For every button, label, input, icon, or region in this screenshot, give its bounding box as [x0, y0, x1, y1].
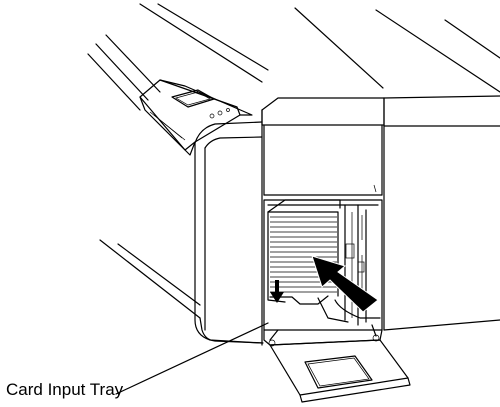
printer-top-lines-right	[294, 7, 500, 93]
panel-button-2	[217, 110, 223, 116]
tray-door-window	[304, 355, 373, 389]
callout-leader-line	[115, 322, 269, 395]
input-module-housing	[261, 97, 385, 196]
printer-body-left	[99, 239, 264, 344]
card-input-tray-label: Card Input Tray	[6, 380, 124, 399]
printer-top-lines-left	[87, 3, 269, 111]
panel-led	[226, 108, 230, 112]
lcd-screen	[171, 89, 215, 108]
insert-cards-arrow	[311, 255, 379, 313]
printer-body-right	[383, 95, 500, 331]
hinge-left	[268, 339, 276, 347]
open-tray-door	[269, 339, 411, 403]
panel-button-1	[209, 113, 215, 119]
hinge-right	[372, 334, 380, 342]
card-stack	[267, 199, 341, 305]
push-down-arrow	[270, 280, 284, 303]
card-hopper	[263, 199, 383, 331]
control-panel	[139, 79, 253, 156]
printer-front-left-housing	[194, 109, 263, 346]
card-edges	[270, 216, 337, 293]
